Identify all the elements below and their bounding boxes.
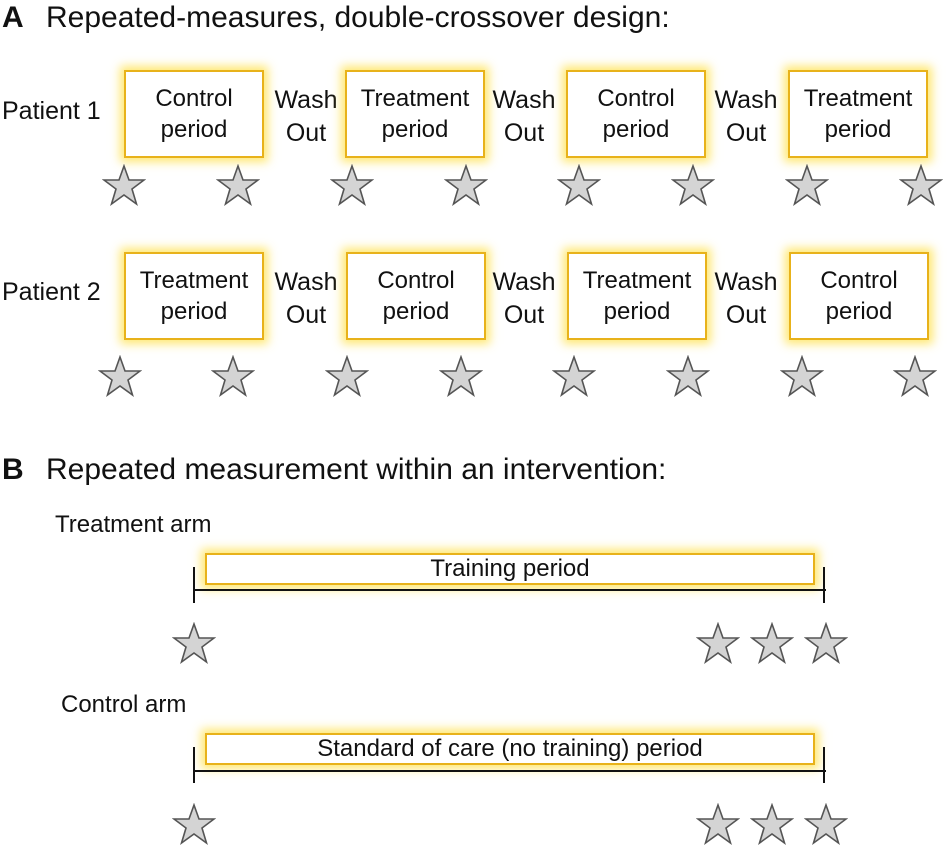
star-icon bbox=[172, 803, 216, 845]
star-icon bbox=[804, 803, 848, 845]
section-a-letter: A bbox=[2, 1, 24, 34]
washout-label: Wash Out bbox=[274, 268, 338, 329]
timeline-end-tick bbox=[823, 567, 825, 603]
star-icon bbox=[102, 164, 146, 206]
washout-label: Wash Out bbox=[492, 268, 556, 329]
star-icon bbox=[671, 164, 715, 206]
star-icon bbox=[330, 164, 374, 206]
timeline-start-tick bbox=[193, 567, 195, 603]
washout-label: Wash Out bbox=[714, 86, 778, 147]
timeline-start-tick bbox=[193, 747, 195, 783]
treatment-arm-label: Treatment arm bbox=[55, 511, 212, 538]
training-period-bar: Training period bbox=[205, 553, 815, 585]
patient-2-period-1: Treatment period bbox=[124, 252, 264, 340]
control-arm-label: Control arm bbox=[61, 691, 187, 718]
star-icon bbox=[696, 622, 740, 664]
patient-1-period-4: Treatment period bbox=[788, 70, 928, 158]
patient-1-period-1: Control period bbox=[124, 70, 264, 158]
period-label: Treatment period bbox=[803, 85, 913, 143]
period-label: Treatment period bbox=[139, 267, 249, 325]
star-icon bbox=[98, 355, 142, 397]
section-a-title: Repeated-measures, double-crossover desi… bbox=[46, 1, 670, 34]
star-icon bbox=[439, 355, 483, 397]
patient-2-period-4: Control period bbox=[789, 252, 929, 340]
standard-of-care-period-bar: Standard of care (no training) period bbox=[205, 733, 815, 765]
period-label: Treatment period bbox=[360, 85, 470, 143]
star-icon bbox=[557, 164, 601, 206]
patient-1-period-3: Control period bbox=[566, 70, 706, 158]
star-icon bbox=[325, 355, 369, 397]
section-b-title: Repeated measurement within an intervent… bbox=[46, 453, 667, 486]
timeline-end-tick bbox=[823, 747, 825, 783]
patient-2-period-2: Control period bbox=[346, 252, 486, 340]
star-icon bbox=[750, 622, 794, 664]
star-icon bbox=[552, 355, 596, 397]
timeline-axis bbox=[194, 589, 826, 591]
patient-2-period-3: Treatment period bbox=[567, 252, 707, 340]
section-b-letter: B bbox=[2, 453, 24, 486]
star-icon bbox=[750, 803, 794, 845]
star-icon bbox=[899, 164, 943, 206]
star-icon bbox=[216, 164, 260, 206]
patient-2-label: Patient 2 bbox=[2, 278, 101, 306]
period-label: Treatment period bbox=[582, 267, 692, 325]
washout-label: Wash Out bbox=[274, 86, 338, 147]
washout-label: Wash Out bbox=[714, 268, 778, 329]
star-icon bbox=[804, 622, 848, 664]
period-label: Control period bbox=[377, 267, 455, 325]
washout-label: Wash Out bbox=[492, 86, 556, 147]
star-icon bbox=[893, 355, 937, 397]
star-icon bbox=[172, 622, 216, 664]
star-icon bbox=[696, 803, 740, 845]
period-label: Control period bbox=[820, 267, 898, 325]
patient-1-period-2: Treatment period bbox=[345, 70, 485, 158]
period-label: Control period bbox=[155, 85, 233, 143]
star-icon bbox=[785, 164, 829, 206]
star-icon bbox=[444, 164, 488, 206]
star-icon bbox=[780, 355, 824, 397]
star-icon bbox=[666, 355, 710, 397]
timeline-axis bbox=[194, 770, 826, 772]
patient-1-label: Patient 1 bbox=[2, 97, 101, 125]
star-icon bbox=[211, 355, 255, 397]
period-label: Control period bbox=[597, 85, 675, 143]
